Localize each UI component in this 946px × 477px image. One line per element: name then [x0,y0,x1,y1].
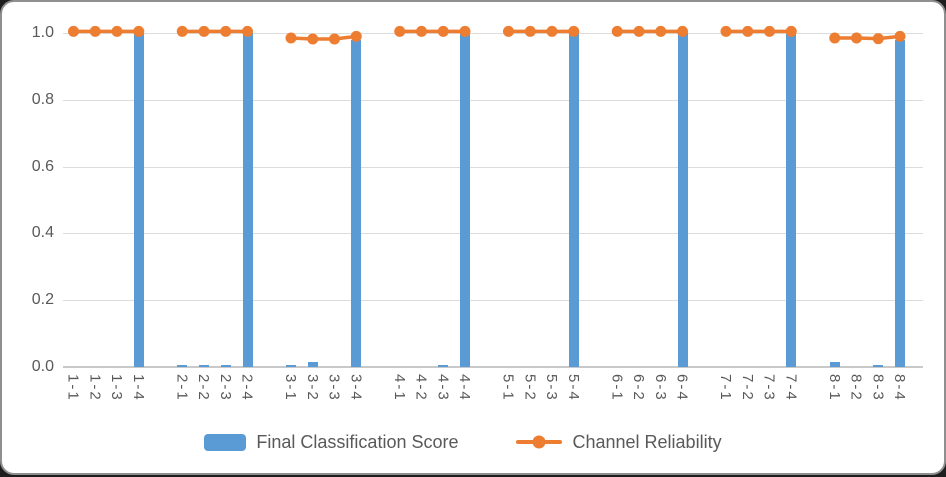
x-axis-label-1-3: 1-3 [108,374,125,402]
gridline [63,300,923,302]
reliability-marker-2-3[interactable] [220,25,232,37]
x-axis-label-6-3: 6-3 [651,374,669,402]
x-axis-label-4-4: 4-4 [456,374,473,402]
x-axis-label-4-3: 4-3 [434,374,452,402]
reliability-marker-6-1[interactable] [611,25,623,37]
reliability-marker-4-2[interactable] [416,25,427,37]
reliability-marker-8-3[interactable] [872,33,884,45]
y-axis-tick-label: 0.0 [31,358,54,375]
x-axis-label-3-1: 3-1 [282,374,299,402]
bar-8-3[interactable] [873,365,884,367]
reliability-marker-7-1[interactable] [720,25,732,37]
bar-3-2[interactable] [307,361,318,367]
x-axis-label-7-3: 7-3 [760,374,778,402]
x-axis-label-3-3: 3-3 [325,374,343,402]
bar-5-4[interactable] [568,33,579,367]
reliability-marker-5-2[interactable] [524,25,536,37]
x-axis-label-3-2: 3-2 [303,374,321,402]
x-axis-label-5-3: 5-3 [543,374,560,402]
x-axis-label-1-1: 1-1 [64,374,82,402]
bar-8-4[interactable] [895,39,905,367]
reliability-marker-2-2[interactable] [198,25,210,37]
y-axis-tick-label: 0.2 [31,291,54,309]
reliability-line-group-8[interactable] [834,34,901,41]
reliability-marker-6-2[interactable] [633,25,645,37]
reliability-marker-7-2[interactable] [742,25,754,37]
x-axis-label-8-1: 8-1 [825,374,843,402]
x-axis-label-1-4: 1-4 [129,374,147,402]
reliability-marker-1-2[interactable] [89,25,101,37]
x-axis-label-4-1: 4-1 [390,374,408,402]
x-axis-label-7-2: 7-2 [738,374,756,402]
y-axis-tick-label: 1.0 [31,24,54,41]
legend-item-channel-reliability[interactable]: Channel Reliability [516,431,722,453]
bar-6-4[interactable] [677,33,688,367]
legend-item-final-classification-score[interactable]: Final Classification Score [204,432,458,453]
y-axis-tick-label: 0.8 [31,90,54,108]
bar-3-4[interactable] [351,39,362,367]
reliability-marker-2-1[interactable] [176,25,188,37]
reliability-marker-3-2[interactable] [307,33,319,45]
legend-label-channel-reliability: Channel Reliability [572,431,722,452]
gridline [63,233,923,235]
reliability-marker-3-3[interactable] [329,33,340,45]
reliability-marker-8-1[interactable] [829,32,841,44]
bar-series-swatch-icon [204,433,247,451]
y-axis-tick-label: 0.4 [31,224,54,242]
x-axis-label-2-2: 2-2 [195,374,212,402]
x-axis-label-8-3: 8-3 [869,374,887,402]
x-axis-label-2-4: 2-4 [238,374,256,402]
reliability-marker-8-2[interactable] [851,32,862,44]
x-axis-label-8-2: 8-2 [847,374,865,402]
reliability-marker-4-1[interactable] [394,25,406,37]
bar-2-2[interactable] [199,365,209,367]
reliability-line-group-3[interactable] [290,34,357,41]
bar-8-1[interactable] [829,361,840,367]
x-axis-line [63,366,923,368]
reliability-marker-1-1[interactable] [68,25,79,37]
y-axis-tick-label: 0.6 [31,157,54,175]
x-axis-label-6-4: 6-4 [673,374,691,402]
reliability-marker-1-3[interactable] [111,25,123,37]
bar-4-4[interactable] [460,33,470,367]
x-axis-label-7-1: 7-1 [717,374,734,402]
x-axis-label-2-1: 2-1 [173,374,191,402]
x-axis-label-5-2: 5-2 [521,374,539,402]
x-axis-label-2-3: 2-3 [216,374,234,402]
reliability-marker-3-1[interactable] [285,32,297,44]
x-axis-label-8-4: 8-4 [891,374,908,402]
reliability-marker-7-3[interactable] [764,25,775,37]
bar-1-4[interactable] [133,33,144,367]
legend: Final Classification Score Channel Relia… [2,424,924,460]
bar-7-4[interactable] [786,33,797,367]
x-axis-label-6-1: 6-1 [608,374,626,402]
bar-4-3[interactable] [438,365,449,367]
bar-2-1[interactable] [177,365,188,367]
x-axis-label-6-2: 6-2 [630,374,647,402]
gridline [63,33,923,34]
x-axis-label-5-1: 5-1 [499,374,517,402]
x-axis-label-1-2: 1-2 [86,374,104,402]
reliability-marker-5-1[interactable] [503,25,514,37]
reliability-marker-5-3[interactable] [546,25,558,37]
gridline [63,166,923,168]
x-axis-label-7-4: 7-4 [782,374,800,402]
x-axis-label-4-2: 4-2 [412,374,430,402]
bar-2-4[interactable] [242,33,253,367]
x-axis-label-3-4: 3-4 [347,374,365,402]
reliability-marker-4-3[interactable] [437,25,449,37]
reliability-marker-6-3[interactable] [655,25,667,37]
bar-2-3[interactable] [220,365,231,367]
legend-label-final-classification-score: Final Classification Score [256,431,459,452]
bar-3-1[interactable] [286,365,296,367]
line-series-marker-icon [532,435,546,449]
x-axis-label-5-4: 5-4 [564,374,582,402]
gridline [63,99,923,101]
line-series-swatch-icon [516,435,563,449]
